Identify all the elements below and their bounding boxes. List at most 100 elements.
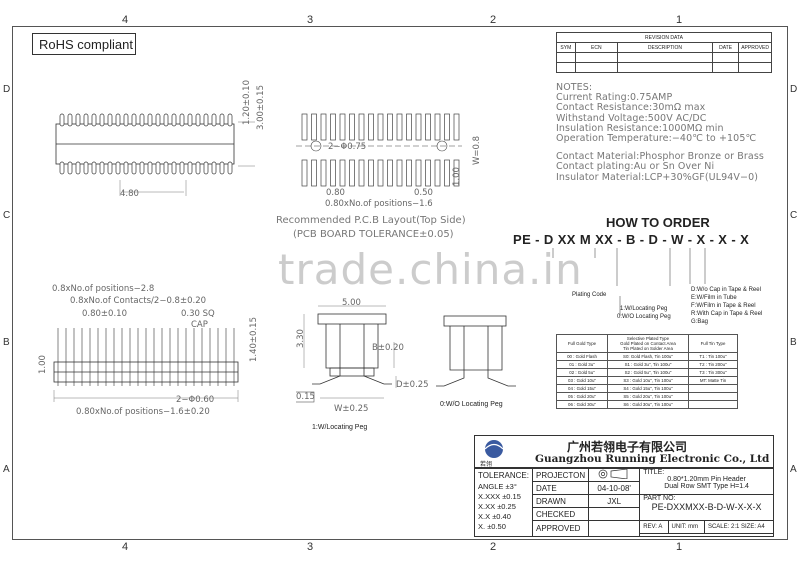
side-label-without-peg: 0:W/O Locating Peg: [440, 401, 503, 408]
pcb-pad: [396, 159, 403, 187]
pcb-pad: [396, 113, 403, 141]
pin: [211, 113, 217, 127]
rev-label: REV:: [643, 524, 657, 530]
table-row: 05 : Gold 20u" S5 : Gold 20u", Tin 100u": [556, 392, 738, 401]
part-number: PE-DXXMXX-B-D-W-X-X-X: [651, 502, 762, 512]
pin: [219, 113, 225, 127]
zone-top-2: 2: [490, 14, 497, 26]
pcb-pad: [434, 159, 441, 187]
checked-label: CHECKED: [531, 507, 590, 521]
plating-header-full-gold: Full Gold Type: [556, 334, 608, 353]
note-line: Current Rating:0.75AMP: [556, 92, 673, 104]
pin: [115, 113, 121, 127]
dim-0-80-tol: 0.80±0.10: [82, 309, 127, 319]
pcb-pad: [434, 113, 441, 141]
packaging-option-g: G:Bag: [691, 319, 709, 325]
order-code: PE - D XX M XX - B - D - W - X - X - X: [513, 232, 750, 247]
table-row: 00 : Gold Flash S0: Gold Flash, Tin 100u…: [556, 352, 738, 361]
dim-positions-1-6: 0.80xNo.of positions−1.6: [325, 199, 433, 209]
tolerance-value: ±0.15: [502, 492, 521, 501]
zone-right-c: C: [790, 210, 798, 221]
pin: [83, 161, 89, 175]
filler-cell: [639, 533, 774, 537]
dim-d: D±0.25: [396, 380, 429, 390]
pin: [179, 161, 185, 175]
approved-value: [588, 520, 641, 537]
revision-title: REVISION DATA: [556, 32, 772, 43]
pin: [163, 161, 169, 175]
table-cell: [688, 400, 738, 409]
zone-right-b: B: [790, 337, 797, 348]
title-block-table: TOLERANCE: ANGLE ±3° X.XXX ±0.15 X.XX ±0…: [474, 468, 775, 537]
packaging-option-f: F:W/Film in Tape & Reel: [691, 303, 756, 309]
tolerance-key: X.XXX: [478, 492, 501, 501]
revision-header-description: DESCRIPTION: [616, 42, 714, 53]
note-line: Insulator Material:LCP+30%GF(UL94V−0): [556, 171, 759, 183]
table-row: 01 : Gold 3u" S1 : Gold 3u", Tin 100u" T…: [556, 360, 738, 369]
dim-contacts-0-8: 0.8xNo.of Contacts/2−0.8±0.20: [70, 296, 207, 306]
pcb-pad: [311, 159, 317, 187]
table-cell: 03 : Gold 10u": [556, 376, 608, 385]
pin: [107, 161, 113, 175]
dim-w: W±0.25: [334, 404, 369, 414]
pcb-pad: [349, 159, 355, 187]
locating-option-0: 0:W/O Locating Peg: [617, 314, 671, 320]
pin: [171, 161, 177, 175]
pin: [139, 113, 145, 127]
pcb-pad: [406, 159, 412, 187]
zone-left-c: C: [3, 210, 11, 221]
zone-top-1: 1: [676, 14, 683, 26]
pin: [115, 161, 121, 175]
zone-top-3: 3: [307, 14, 314, 26]
pin: [91, 113, 97, 127]
rohs-label: RoHS compliant: [32, 33, 136, 55]
table-cell: S6 : Gold 30u", Tin 100u": [607, 400, 689, 409]
pcb-pad: [415, 113, 422, 141]
dim-4-80: 4.80: [120, 189, 139, 199]
title-text: 0.80*1.20mm Pin Header: [667, 476, 746, 483]
size-label: SIZE:: [741, 524, 757, 530]
part-label: PART NO:: [643, 495, 676, 502]
pcb-pad: [444, 159, 450, 187]
revision-header-approved: APPROVED: [738, 42, 772, 53]
pcb-pad: [358, 113, 365, 141]
table-cell: T3 : Tin 300u": [688, 368, 738, 377]
pin: [59, 161, 65, 175]
plating-header-full-tin: Full Tin Type: [688, 334, 738, 353]
dim-1-40: 1.40±0.15: [249, 317, 259, 362]
approved-label: APPROVED: [531, 520, 590, 537]
pin: [147, 113, 153, 127]
pin: [211, 161, 217, 175]
zone-bottom-3: 3: [307, 541, 314, 553]
table-cell: S1 : Gold 3u", Tin 100u": [607, 360, 689, 369]
pcb-pad: [339, 113, 346, 141]
table-cell: 00 : Gold Flash: [556, 352, 608, 361]
pin: [123, 113, 129, 127]
drawing-frame: [12, 26, 788, 540]
zone-bottom-4: 4: [122, 541, 129, 553]
pin: [123, 161, 129, 175]
pcb-pad: [453, 113, 460, 141]
tolerance-label: TOLERANCE:: [478, 471, 529, 480]
scale-value: 2:1: [730, 524, 740, 530]
packaging-option-e: E:W/Film in Tube: [691, 295, 737, 301]
pcb-pad: [320, 159, 327, 187]
pcb-pad: [368, 159, 374, 187]
notes-title: NOTES:: [556, 82, 593, 93]
zone-bottom-1: 1: [676, 541, 683, 553]
pcb-pad: [339, 159, 346, 187]
dim-positions-2-8: 0.8xNo.of positions−2.8: [52, 284, 155, 294]
pcb-pad: [368, 113, 374, 141]
table-row: 02 : Gold 5u" S2 : Gold 5u", Tin 100u" T…: [556, 368, 738, 377]
pcb-pad: [311, 113, 317, 141]
pin: [99, 161, 105, 175]
size-value: A4: [757, 524, 765, 530]
tolerance-value: ±0.50: [487, 522, 506, 531]
company-logo-text: 若翎: [480, 462, 493, 468]
pin: [195, 161, 201, 175]
dim-0-30-sq: 0.30 SQ: [181, 309, 215, 319]
zone-left-b: B: [3, 337, 10, 348]
dim-5-00: 5.00: [342, 298, 361, 308]
pcb-layout-view: [296, 113, 462, 187]
dim-b: B±0.20: [372, 343, 404, 353]
